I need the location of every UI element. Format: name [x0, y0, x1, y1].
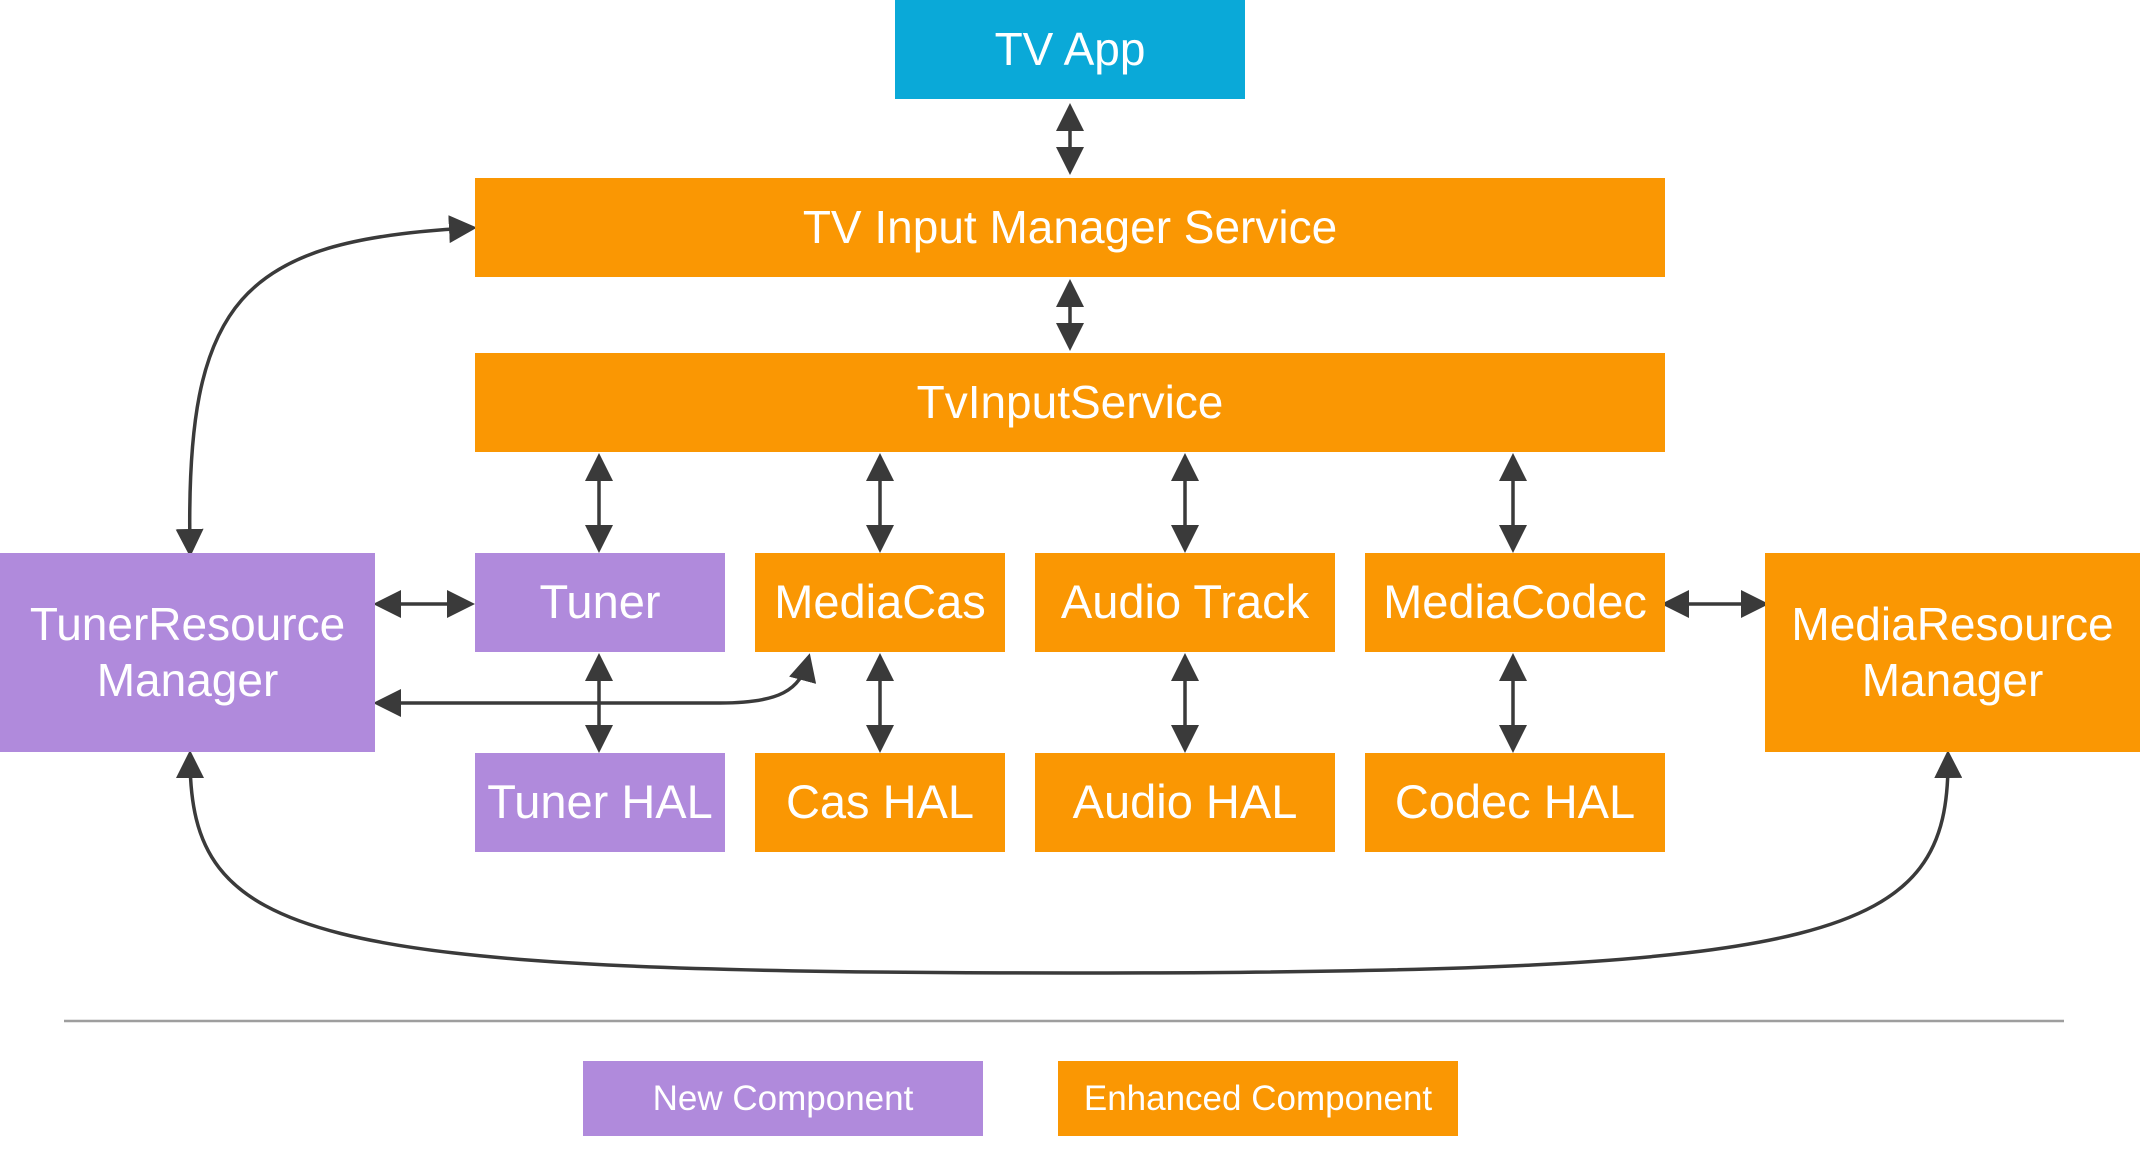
media-codec-label: MediaCodec — [1383, 575, 1647, 629]
codec-hal-label: Codec HAL — [1394, 775, 1636, 829]
arrow-trm-tims — [175, 215, 477, 557]
arrow-trm-mrm — [176, 750, 1963, 975]
cas-hal-node: Cas HAL — [755, 753, 1005, 852]
media-codec-node: MediaCodec — [1365, 553, 1665, 652]
media-resource-manager-node: MediaResource Manager — [1765, 553, 2140, 752]
audio-hal-node: Audio HAL — [1035, 753, 1335, 852]
legend-enhanced-component-label: Enhanced Component — [1083, 1078, 1433, 1118]
tuner-node: Tuner — [475, 553, 725, 652]
media-cas-node: MediaCas — [755, 553, 1005, 652]
audio-track-label: Audio Track — [1060, 575, 1310, 629]
legend-new-component-label: New Component — [652, 1078, 914, 1118]
tv-input-manager-service-node: TV Input Manager Service — [475, 178, 1665, 277]
tuner-hal-node: Tuner HAL — [475, 753, 725, 852]
legend-new-component: New Component — [583, 1061, 983, 1136]
tuner-resource-manager-label-line1: TunerResource — [29, 598, 346, 651]
legend-enhanced-component: Enhanced Component — [1058, 1061, 1458, 1136]
media-resource-manager-label-line1: MediaResource — [1791, 598, 2114, 651]
tv-input-manager-service-label: TV Input Manager Service — [802, 200, 1338, 253]
tuner-hal-label: Tuner HAL — [487, 775, 713, 829]
tuner-resource-manager-label-line2: Manager — [96, 653, 279, 706]
tv-app-node: TV App — [895, 0, 1245, 99]
media-cas-label: MediaCas — [774, 575, 986, 629]
tv-app-label: TV App — [994, 22, 1146, 75]
tv-input-service-label: TvInputService — [916, 375, 1224, 428]
tuner-resource-manager-node: TunerResource Manager — [0, 553, 375, 752]
tv-input-service-node: TvInputService — [475, 353, 1665, 452]
audio-track-node: Audio Track — [1035, 553, 1335, 652]
codec-hal-node: Codec HAL — [1365, 753, 1665, 852]
tuner-label: Tuner — [539, 575, 661, 629]
media-resource-manager-label-line2: Manager — [1861, 653, 2044, 706]
arrow-trm-mediacas — [373, 653, 817, 717]
cas-hal-label: Cas HAL — [785, 775, 975, 829]
audio-hal-label: Audio HAL — [1072, 775, 1298, 829]
